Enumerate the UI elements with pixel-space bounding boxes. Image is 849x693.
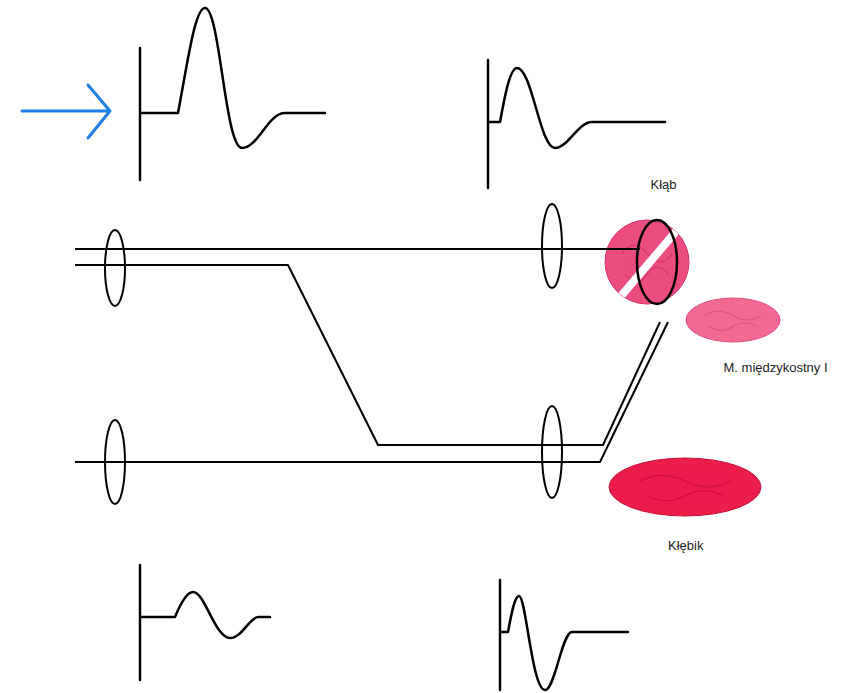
nerve-fiber xyxy=(75,322,668,462)
denervation-stripe xyxy=(620,228,679,297)
muscle-texture xyxy=(626,267,668,282)
nerve-fiber xyxy=(75,265,660,445)
muscle: Kłąb xyxy=(603,175,691,306)
waveform-bottom-right xyxy=(500,580,628,690)
stimulation-electrode xyxy=(105,420,125,504)
muscle-texture xyxy=(710,323,757,331)
waveform-top-left xyxy=(140,8,325,180)
waveform-top-right xyxy=(488,60,665,188)
muscle-texture xyxy=(705,311,761,320)
muscle-label: Kłąb xyxy=(651,177,677,193)
muscle-body xyxy=(609,458,761,516)
muscle-body xyxy=(686,298,780,342)
waveform-bottom-left xyxy=(140,565,270,680)
muscle: Kłębik xyxy=(607,456,763,556)
muscle-shape xyxy=(603,175,691,306)
muscle-label: Kłębik xyxy=(668,538,703,554)
muscle-shape xyxy=(607,456,763,556)
nerve-fiber xyxy=(75,248,640,250)
recording-electrode xyxy=(637,220,677,304)
muscle-texture xyxy=(647,491,723,501)
blue-arrow xyxy=(22,85,110,138)
muscle-shape xyxy=(684,296,831,378)
muscle-texture xyxy=(622,245,672,262)
stimulation-electrode xyxy=(105,230,125,306)
stimulation-electrode xyxy=(542,204,562,288)
muscle-label: M. międzykostny I xyxy=(724,360,828,376)
stimulation-electrode xyxy=(542,406,562,498)
muscle: M. międzykostny I xyxy=(684,296,831,378)
muscle-body xyxy=(605,220,689,304)
muscle-texture xyxy=(639,475,730,487)
